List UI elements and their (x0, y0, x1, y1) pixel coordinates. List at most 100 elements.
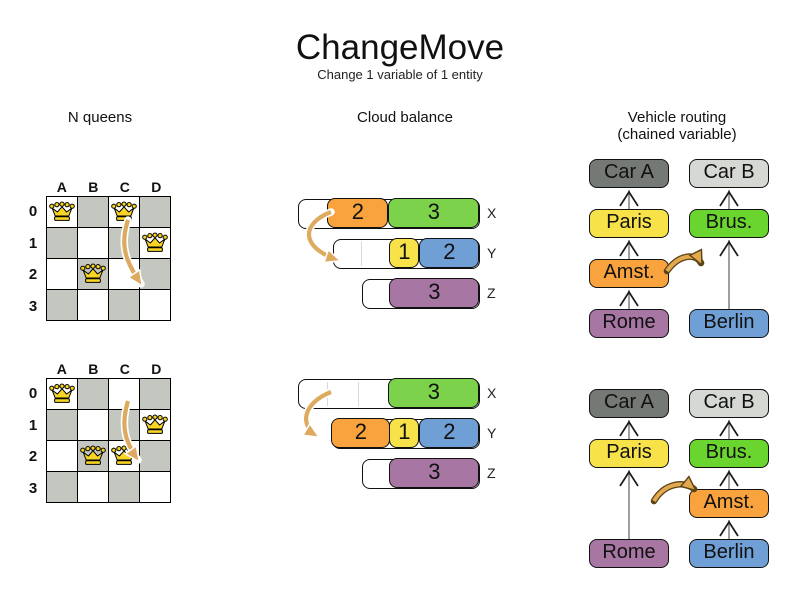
board-cell-B2 (78, 259, 108, 289)
board-cell (47, 290, 77, 320)
board-cell (78, 379, 108, 409)
row-label: 1 (28, 416, 38, 434)
vr-box-car-b-before: Car B (689, 159, 769, 188)
queen-icon (80, 263, 106, 285)
board-cell-A0 (47, 379, 77, 409)
vr-box-amsterdam-before: Amst. (589, 259, 669, 288)
board-cell (140, 290, 170, 320)
vr-box-paris-after: Paris (589, 439, 669, 468)
process-block: 2 (419, 238, 480, 269)
row-label: 0 (28, 203, 38, 221)
process-block: 3 (388, 198, 480, 229)
vr-box-rome-after: Rome (589, 539, 669, 568)
board-cell-C2 (109, 441, 139, 471)
vehicle-title-line1: Vehicle routing (627, 109, 727, 126)
queen-icon (111, 445, 137, 467)
col-label: C (119, 361, 130, 377)
vr-box-brussels-before: Brus. (689, 209, 769, 238)
row-label: 3 (28, 297, 38, 315)
board-before (46, 196, 171, 321)
row-label: 3 (28, 479, 38, 497)
queen-icon (111, 201, 137, 223)
board-cell (109, 379, 139, 409)
board-before-row-labels: 0 1 2 3 (24, 196, 42, 322)
board-cell-C0 (109, 197, 139, 227)
board-cell (109, 259, 139, 289)
col-label: A (56, 179, 67, 195)
queen-icon (142, 414, 168, 436)
page-subtitle: Change 1 variable of 1 entity (317, 67, 483, 82)
row-label: 1 (28, 234, 38, 252)
board-cell (140, 379, 170, 409)
computer-label-z: Z (487, 465, 496, 481)
board-cell (78, 410, 108, 440)
row-label: 2 (28, 266, 38, 284)
computer-row-z-before: 3 (362, 278, 480, 309)
col-label: B (88, 361, 99, 377)
board-cell (47, 259, 77, 289)
process-block: 2 (419, 418, 480, 449)
board-cell (78, 228, 108, 258)
process-block: 1 (389, 238, 420, 269)
board-cell (109, 228, 139, 258)
queen-icon (142, 232, 168, 254)
process-block: 2 (331, 418, 391, 449)
board-cell (47, 410, 77, 440)
board-cell (140, 472, 170, 502)
col-label: A (56, 361, 67, 377)
board-after-col-labels: A B C D (46, 361, 172, 378)
queen-icon (49, 201, 75, 223)
vr-box-berlin-after: Berlin (689, 539, 769, 568)
board-cell (109, 290, 139, 320)
board-cell (47, 472, 77, 502)
board-cell-A0 (47, 197, 77, 227)
process-block: 1 (389, 418, 420, 449)
vehicle-title-line2: (chained variable) (617, 126, 737, 143)
computer-label-y: Y (487, 245, 497, 261)
board-cell (78, 197, 108, 227)
board-after (46, 378, 171, 503)
vehicle-move-arrow-after (650, 484, 698, 505)
slot-divider (361, 242, 362, 266)
board-before-col-labels: A B C D (46, 179, 172, 196)
chain-links-before (628, 190, 730, 309)
vr-box-car-b-after: Car B (689, 389, 769, 418)
col-label: B (88, 179, 99, 195)
row-label: 0 (28, 385, 38, 403)
board-cell (109, 410, 139, 440)
computer-row-z-after: 3 (362, 458, 480, 489)
board-cell (109, 472, 139, 502)
queen-icon (49, 383, 75, 405)
slot-divider (327, 382, 328, 406)
queen-icon (80, 445, 106, 467)
vr-box-brussels-after: Brus. (689, 439, 769, 468)
computer-row-y-after: 2 1 2 (331, 418, 480, 449)
vr-box-car-a-before: Car A (589, 159, 669, 188)
section-title-nqueens: N queens (67, 109, 133, 126)
board-cell (140, 441, 170, 471)
board-cell (140, 197, 170, 227)
board-after-row-labels: 0 1 2 3 (24, 378, 42, 504)
vr-box-berlin-before: Berlin (689, 309, 769, 338)
computer-label-x: X (487, 205, 497, 221)
computer-row-x-before: 2 3 (298, 198, 480, 229)
board-cell (47, 441, 77, 471)
process-block: 2 (327, 198, 389, 229)
board-cell-D1 (140, 410, 170, 440)
vr-box-paris-before: Paris (589, 209, 669, 238)
board-cell (47, 228, 77, 258)
process-block: 3 (389, 458, 480, 489)
col-label: D (151, 179, 162, 195)
slot-divider (358, 382, 359, 406)
page-title: ChangeMove (295, 28, 505, 67)
computer-label-x: X (487, 385, 497, 401)
section-title-cloud: Cloud balance (357, 109, 453, 126)
board-cell-B2 (78, 441, 108, 471)
board-cell (78, 472, 108, 502)
section-title-vehicle: Vehicle routing (chained variable) (597, 109, 757, 143)
vr-box-rome-before: Rome (589, 309, 669, 338)
board-cell (140, 259, 170, 289)
computer-label-z: Z (487, 285, 496, 301)
chain-links-after (628, 420, 730, 539)
